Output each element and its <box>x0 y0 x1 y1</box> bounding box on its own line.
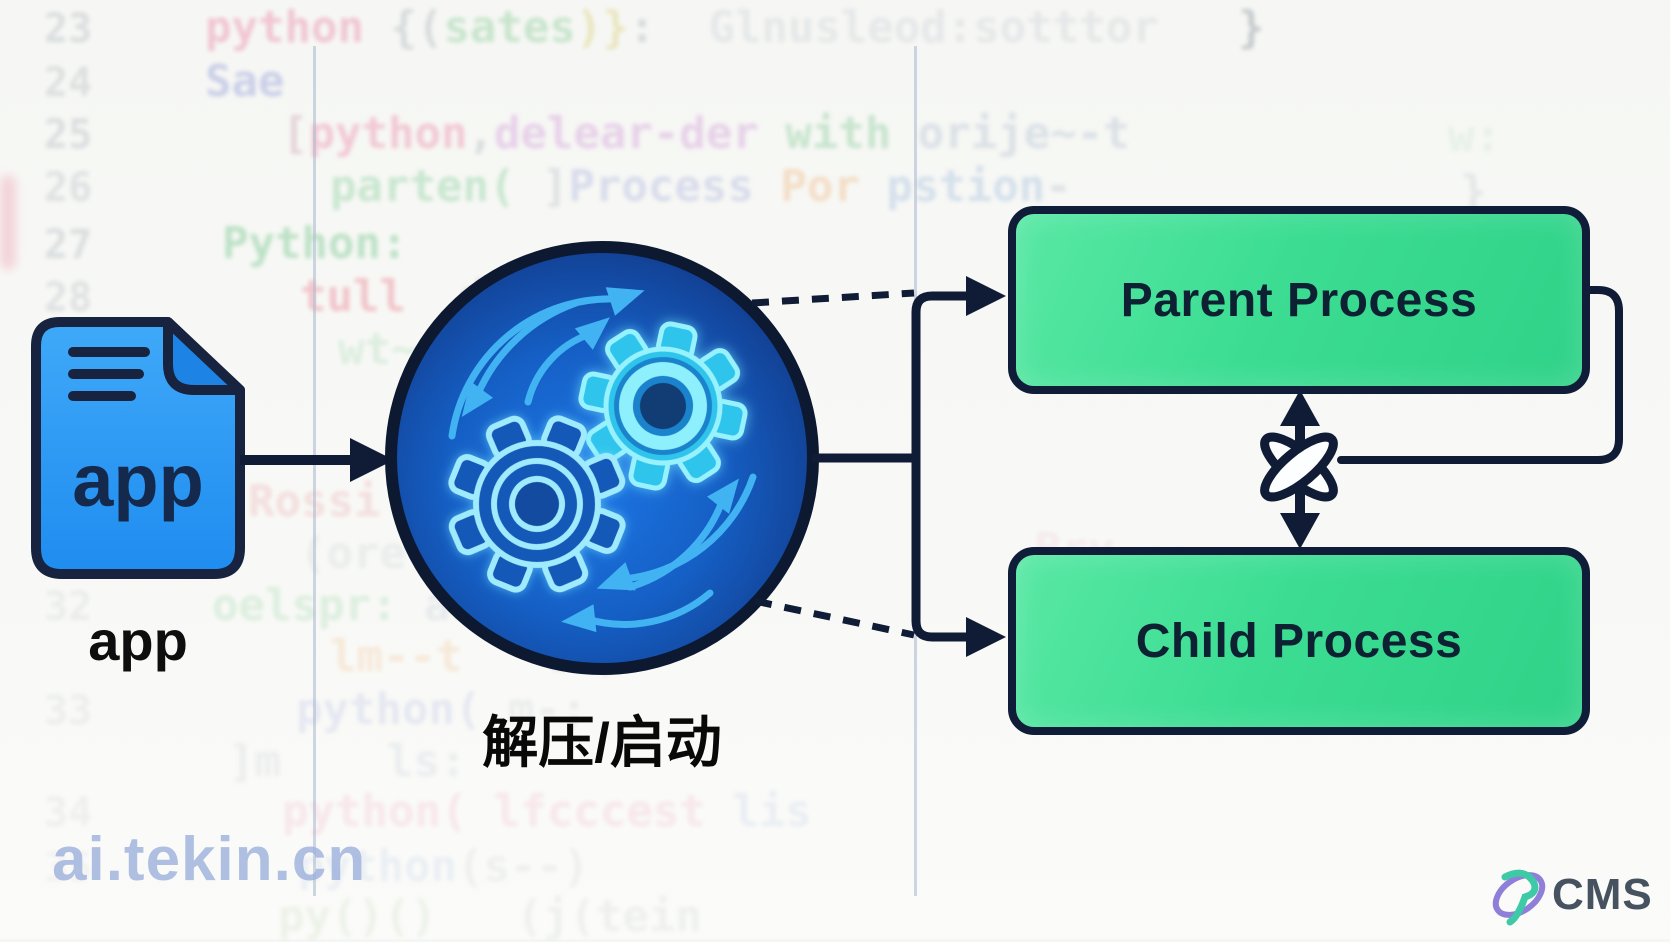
code-line: wt~ <box>338 324 418 375</box>
code-line-number: 35 <box>44 845 93 891</box>
decompress-launch-label: 解压/启动 <box>482 711 722 774</box>
code-line: python( m-; <box>296 684 588 735</box>
code-line-number: 26 <box>44 165 93 211</box>
code-line: Sae <box>205 56 285 107</box>
code-line-number: 27 <box>44 222 93 268</box>
app-file-text: app <box>72 439 204 522</box>
code-line-number: 24 <box>44 60 93 106</box>
child-process-box: Child Process <box>1008 547 1590 735</box>
code-line: python(s--) <box>298 841 590 892</box>
code-line-number: 28 <box>44 275 93 321</box>
editor-guide-line-left <box>313 46 316 896</box>
code-line: python {(sates)}: Glnusleod:sotttor } <box>205 2 1265 53</box>
code-line-number: 29 <box>44 328 93 374</box>
code-line: python( lfcccest lis <box>282 786 812 837</box>
code-line: (ore- <box>300 528 433 579</box>
code-line-number: 23 <box>44 6 93 52</box>
brand-text: CMS <box>1552 870 1653 919</box>
parent-process-box: Parent Process <box>1008 206 1590 394</box>
code-line: ]m ls: <box>228 736 467 787</box>
code-line-number: 33 <box>44 688 93 734</box>
code-line: py()() (j(tein <box>278 891 702 942</box>
code-line-number: 34 <box>44 790 93 836</box>
parent-process-label: Parent Process <box>1120 273 1478 327</box>
cms-logo-icon <box>1492 869 1546 926</box>
code-line: parten( ]Process Por pstion- <box>330 161 1072 212</box>
code-line-number: 32 <box>44 584 93 630</box>
app-file-caption: app <box>88 609 188 672</box>
watermark: ai.tekin.cn <box>52 825 367 894</box>
editor-guide-line-right <box>914 46 917 896</box>
brand-logo: CMS <box>1488 862 1653 928</box>
code-line: [python,delear-der with orije~-t <box>282 108 1130 159</box>
child-process-label: Child Process <box>1135 614 1463 668</box>
code-smudge <box>0 175 16 270</box>
code-line-number: 25 <box>44 112 93 158</box>
code-line: oelspr: ar a--lact( <box>212 580 742 631</box>
code-line: w: <box>1448 111 1501 162</box>
code-line: lm--t lo, <box>330 631 622 682</box>
code-line: tull d <box>300 271 486 322</box>
